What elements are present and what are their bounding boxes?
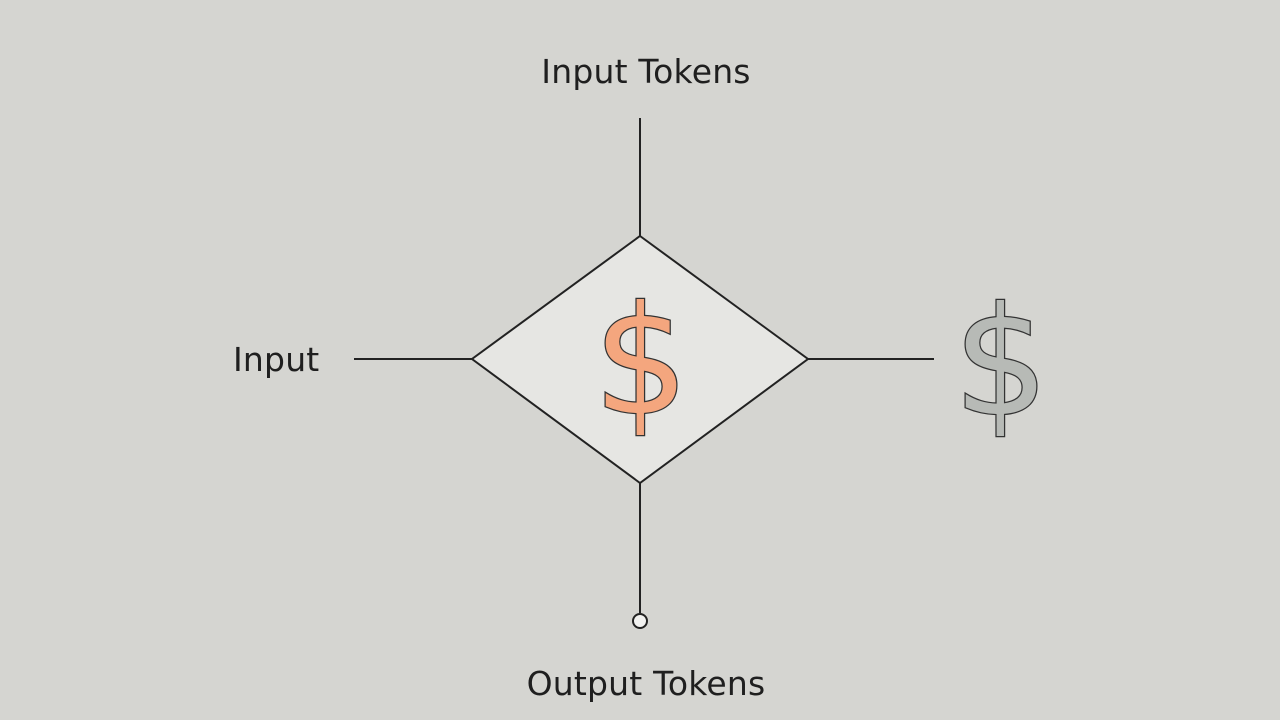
dollar-icon: $ bbox=[593, 275, 688, 449]
input-label: Input bbox=[233, 340, 320, 379]
dollar-icon: $ bbox=[953, 276, 1048, 450]
decision-diamond bbox=[470, 234, 810, 485]
circle-node-icon bbox=[632, 613, 648, 629]
output-tokens-label: Output Tokens bbox=[526, 664, 766, 703]
input-tokens-label: Input Tokens bbox=[541, 52, 751, 91]
